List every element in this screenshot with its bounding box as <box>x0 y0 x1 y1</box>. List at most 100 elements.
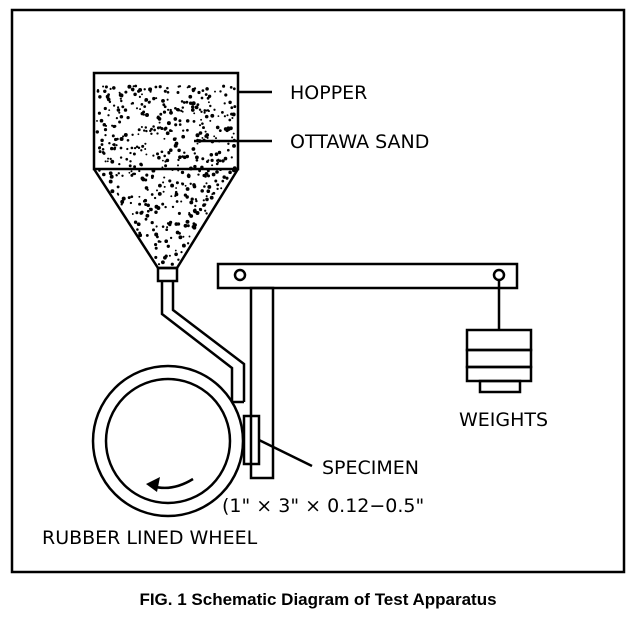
sand-grain <box>107 114 110 117</box>
sand-grain <box>139 211 144 215</box>
sand-grain <box>116 185 120 189</box>
sand-grain <box>200 96 204 100</box>
sand-grain <box>191 101 196 106</box>
sand-grain <box>148 207 152 211</box>
sand-grain <box>118 111 121 114</box>
sand-grain <box>207 94 212 98</box>
sand-grain <box>165 228 169 232</box>
sand-grain <box>146 203 150 208</box>
sand-grain <box>218 129 222 133</box>
sand-grain <box>150 193 154 196</box>
wheel-label: RUBBER LINED WHEEL <box>42 527 258 549</box>
sand-grain <box>180 100 184 103</box>
sand-grain <box>143 105 147 108</box>
sand-grain <box>201 122 204 125</box>
sand-grain <box>175 108 179 111</box>
sand-grain <box>198 132 202 135</box>
sand-grain <box>130 170 133 173</box>
sand-grain <box>108 179 113 184</box>
leader-lines <box>194 90 313 468</box>
sand-grain <box>158 121 161 124</box>
sand-grain <box>109 157 112 161</box>
sand-grain <box>115 174 118 177</box>
sand-grain <box>204 130 207 133</box>
sand-grain <box>109 87 112 90</box>
weights-stack <box>465 280 533 394</box>
sand-grain <box>116 106 120 109</box>
sand-grain <box>131 101 135 105</box>
sand-grain <box>191 224 196 229</box>
sand-grain <box>161 225 165 228</box>
sand-grain <box>162 181 165 184</box>
sand-grain <box>110 146 114 151</box>
sand-grain <box>102 123 107 127</box>
sand-grain <box>135 145 139 148</box>
sand-grain <box>119 137 124 141</box>
sand-grain <box>97 111 101 115</box>
sand-grain <box>178 119 182 123</box>
sand-grain <box>217 150 222 155</box>
sand-grain <box>175 181 179 185</box>
sand-grain <box>226 114 229 117</box>
sand-grain <box>145 173 149 177</box>
sand-grain <box>99 118 104 123</box>
sand-grain <box>214 90 216 93</box>
sand-grain <box>123 108 128 112</box>
sand-grain <box>98 95 102 99</box>
sand-grain <box>170 183 175 188</box>
sand-grain <box>155 225 158 228</box>
sand-grain <box>196 142 199 145</box>
sand-grain <box>215 162 219 166</box>
sand-grain <box>178 85 182 88</box>
sand-grain <box>161 159 164 162</box>
sand-grain <box>206 160 209 164</box>
sand-grain <box>136 222 141 227</box>
sand-grain <box>116 108 121 112</box>
sand-grain <box>210 158 214 163</box>
sand-grain <box>112 104 116 107</box>
sand-grain <box>119 114 124 119</box>
sand-grain <box>120 99 123 103</box>
sand-grain <box>121 174 124 177</box>
sand-grain <box>187 173 190 176</box>
sand-grain <box>100 138 104 143</box>
sand-grain <box>154 85 158 89</box>
sand-grain <box>157 191 162 196</box>
sand-grain <box>144 217 148 221</box>
sand-grain <box>214 179 218 183</box>
sand-grain <box>119 156 123 159</box>
sand-grain <box>108 171 113 176</box>
sand-grain <box>227 142 230 146</box>
figure-frame <box>10 8 626 574</box>
sand-grain <box>228 170 232 175</box>
sand-grain <box>189 182 192 185</box>
sand-grain <box>156 153 159 156</box>
sand-grain <box>200 118 203 121</box>
figure-caption: FIG. 1 Schematic Diagram of Test Apparat… <box>139 590 496 609</box>
sand-grain <box>98 146 102 149</box>
sand-grain <box>160 260 165 265</box>
sand-grain <box>195 199 198 203</box>
sand-grain <box>190 105 195 109</box>
sand-grain <box>168 179 172 183</box>
sand-grain <box>207 184 212 189</box>
sand-grain <box>144 126 148 129</box>
sand-grain <box>126 138 130 142</box>
sand-grain <box>202 173 206 178</box>
sand-grain <box>230 106 234 110</box>
sand-grain <box>229 86 233 89</box>
sand-grain <box>157 155 161 160</box>
sand-grain <box>121 196 126 201</box>
weight-base <box>478 379 522 394</box>
sand-grain <box>98 150 102 154</box>
sand-grain <box>102 85 105 88</box>
sand-grain <box>221 179 225 183</box>
sand-grain <box>170 262 174 266</box>
sand-grain <box>131 213 134 215</box>
sand-grain <box>156 126 160 130</box>
sand-grain <box>182 235 185 238</box>
pivot-hole-right <box>492 268 506 282</box>
sand-grain <box>167 108 170 111</box>
sand-grain <box>139 108 142 111</box>
sand-grain <box>152 96 156 101</box>
